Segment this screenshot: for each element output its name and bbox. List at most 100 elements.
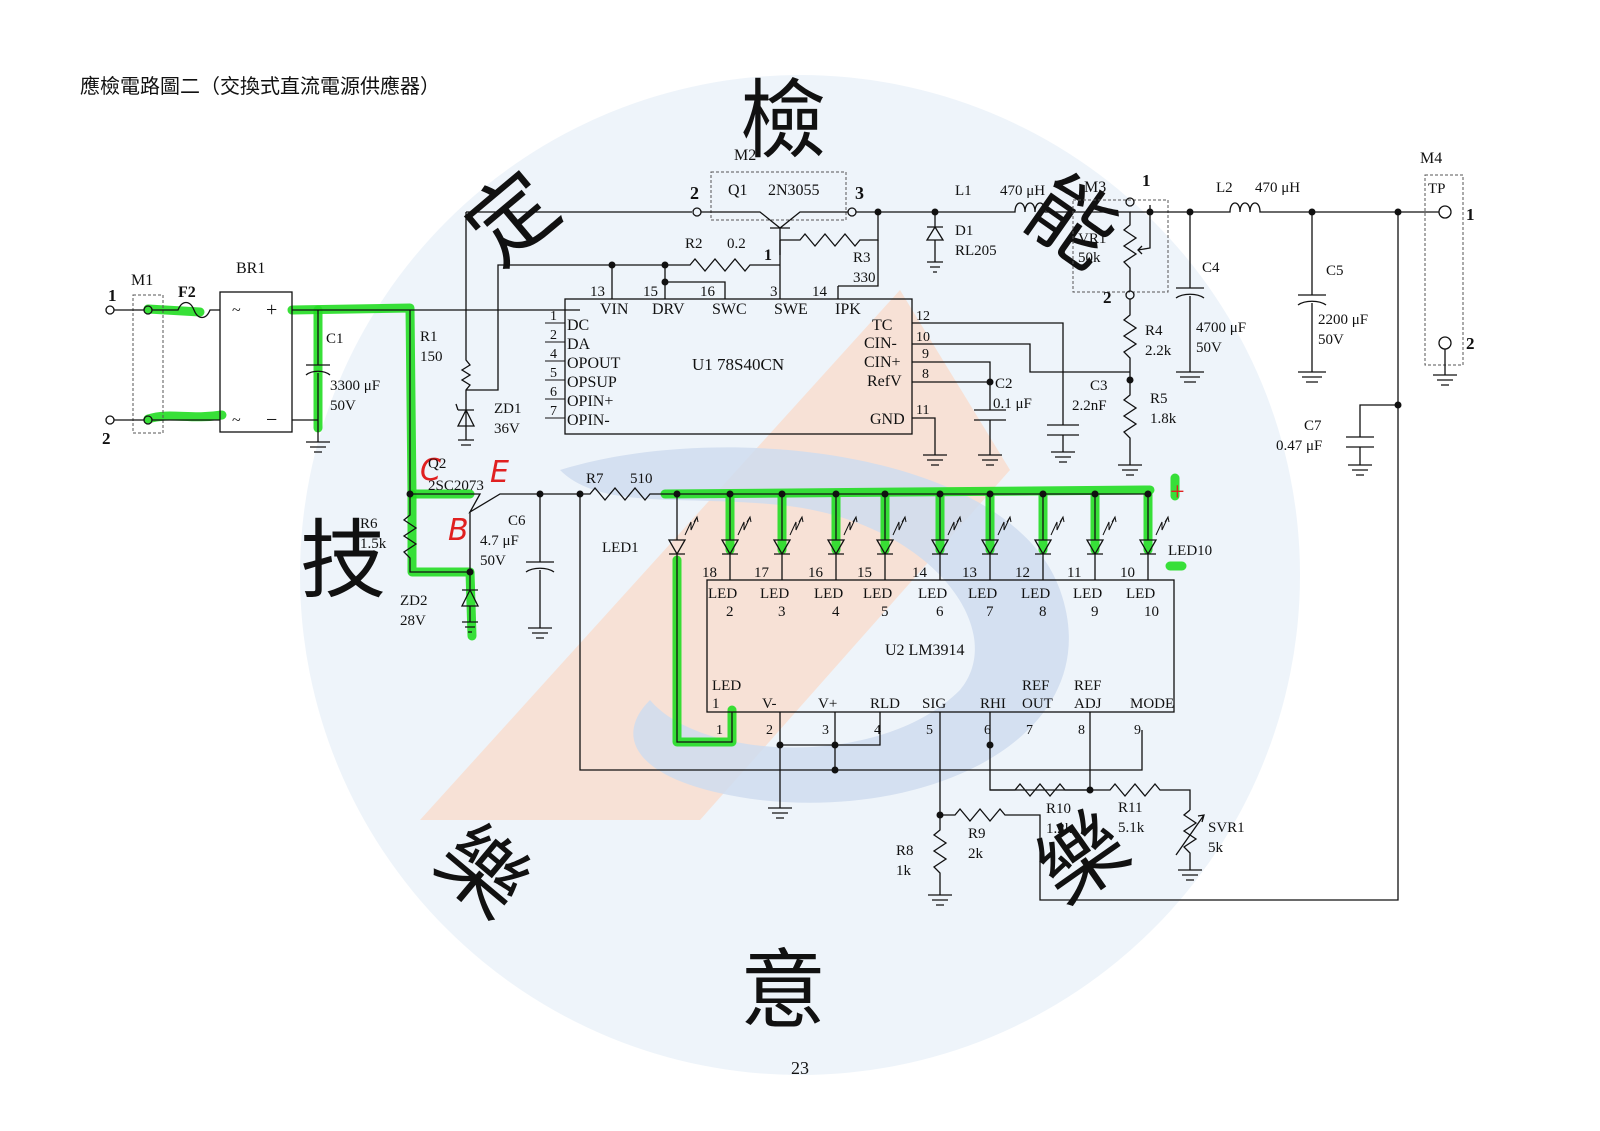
svg-text:50V: 50V xyxy=(330,398,356,414)
svg-text:R5: R5 xyxy=(1150,391,1168,407)
svg-text:C2: C2 xyxy=(995,376,1013,392)
capacitor-c5: C5 2200 μF 50V xyxy=(1297,208,1368,383)
svg-text:BR1: BR1 xyxy=(236,260,265,277)
svg-text:VR1: VR1 xyxy=(1078,231,1106,247)
u1-pin-swe: 3 SWE xyxy=(770,284,808,318)
svg-text:RLD: RLD xyxy=(870,696,900,712)
resistor-r1: R1 150 xyxy=(420,211,692,410)
led-diode xyxy=(875,490,907,580)
svg-text:DRV: DRV xyxy=(652,301,685,318)
svg-text:1: 1 xyxy=(108,286,117,305)
u2-top-pins: 18LED217LED316LED415LED514LED613LED712LE… xyxy=(702,565,1159,620)
capacitor-c2: C2 0.1 μF xyxy=(974,376,1032,455)
svg-text:LED: LED xyxy=(968,586,997,602)
svg-text:5k: 5k xyxy=(1208,840,1224,856)
capacitor-c7: C7 0.47 μF xyxy=(1276,404,1398,476)
svg-text:Q1: Q1 xyxy=(728,182,748,199)
zener-zd1: ZD1 36V xyxy=(455,264,612,446)
led-diode xyxy=(1033,490,1065,580)
capacitor-c1: C1 3300 μF 50V xyxy=(292,309,580,453)
module-m4: M4 TP 1 2 xyxy=(1394,150,1475,386)
svg-text:150: 150 xyxy=(420,349,443,365)
svg-text:M1: M1 xyxy=(131,272,153,289)
svg-text:OPSUP: OPSUP xyxy=(567,374,617,391)
svg-text:8: 8 xyxy=(1039,604,1047,620)
svg-text:RHI: RHI xyxy=(980,696,1006,712)
svg-text:F2: F2 xyxy=(178,284,196,301)
ic-u1: U1 78S40CN 13 VIN 15 DRV 16 SWC 3 SWE 14… xyxy=(545,240,1130,455)
svg-text:C1: C1 xyxy=(326,331,344,347)
svg-text:OUT: OUT xyxy=(1022,696,1053,712)
svg-text:13: 13 xyxy=(590,284,605,300)
svg-text:1k: 1k xyxy=(896,863,912,879)
svg-text:R10: R10 xyxy=(1046,801,1071,817)
svg-text:ADJ: ADJ xyxy=(1074,696,1102,712)
svg-text:L2: L2 xyxy=(1216,180,1233,196)
bridge-br1: BR1 ~ ~ + − xyxy=(219,260,293,433)
svg-text:2: 2 xyxy=(726,604,734,620)
svg-text:2200 μF: 2200 μF xyxy=(1318,312,1368,328)
svg-text:C6: C6 xyxy=(508,513,526,529)
svg-text:1: 1 xyxy=(550,309,557,324)
module-m1: M1 1 2 xyxy=(102,272,164,448)
svg-text:ZD2: ZD2 xyxy=(400,593,428,609)
base-annotation: B xyxy=(448,513,469,548)
svg-text:470 μH: 470 μH xyxy=(1255,180,1300,196)
svg-text:V+: V+ xyxy=(818,696,837,712)
page-title: 應檢電路圖二（交換式直流電源供應器） xyxy=(80,74,440,98)
svg-text:VIN: VIN xyxy=(600,301,629,318)
svg-text:−: − xyxy=(266,409,277,431)
svg-text:510: 510 xyxy=(630,471,653,487)
svg-text:2: 2 xyxy=(1103,288,1112,307)
svg-text:4.7 μF: 4.7 μF xyxy=(480,533,519,549)
svg-text:RefV: RefV xyxy=(867,373,902,390)
svg-text:1: 1 xyxy=(1142,171,1151,190)
led-diode xyxy=(667,490,699,560)
svg-text:50V: 50V xyxy=(1196,340,1222,356)
u1-pin-drv: 15 DRV xyxy=(643,284,685,318)
svg-text:R6: R6 xyxy=(360,516,378,532)
inductor-l2: L2 470 μH xyxy=(1190,180,1398,213)
svg-text:DC: DC xyxy=(567,317,589,334)
svg-text:2SC2073: 2SC2073 xyxy=(428,478,484,494)
svg-text:ZD1: ZD1 xyxy=(494,401,522,417)
svg-text:R4: R4 xyxy=(1145,323,1163,339)
svg-text:C7: C7 xyxy=(1304,418,1322,434)
u1-pin-vin: 13 VIN xyxy=(590,284,629,318)
svg-text:LED: LED xyxy=(708,586,737,602)
svg-text:2.2nF: 2.2nF xyxy=(1072,398,1107,414)
svg-text:C5: C5 xyxy=(1326,263,1344,279)
svg-text:R8: R8 xyxy=(896,843,914,859)
collector-annotation: C xyxy=(420,453,441,488)
svg-text:R3: R3 xyxy=(853,250,871,266)
svg-text:5.1k: 5.1k xyxy=(1118,820,1145,836)
svg-text:3: 3 xyxy=(770,284,778,300)
svg-text:REF: REF xyxy=(1022,678,1050,694)
led-bar-row xyxy=(667,490,1170,580)
svg-text:2N3055: 2N3055 xyxy=(768,182,820,199)
potentiometer-svr1: SVR1 5k xyxy=(1175,809,1245,881)
svg-text:C3: C3 xyxy=(1090,378,1108,394)
led-diode xyxy=(980,490,1012,580)
svg-text:LED: LED xyxy=(1021,586,1050,602)
svg-text:14: 14 xyxy=(812,284,828,300)
svg-text:LED: LED xyxy=(918,586,947,602)
led-diode xyxy=(826,490,858,580)
watermark-char: 檢 xyxy=(740,73,826,169)
svg-text:2: 2 xyxy=(766,723,773,738)
module-m2: M2 Q1 2N3055 2 3 1 xyxy=(690,147,864,264)
svg-text:2: 2 xyxy=(690,183,699,203)
svg-text:9: 9 xyxy=(1134,723,1141,738)
svg-text:LED: LED xyxy=(1073,586,1102,602)
svg-text:L1: L1 xyxy=(955,183,972,199)
svg-text:MODE: MODE xyxy=(1130,696,1174,712)
svg-text:R2: R2 xyxy=(685,236,703,252)
svg-text:470 μH: 470 μH xyxy=(1000,183,1045,199)
svg-text:8: 8 xyxy=(1078,723,1085,738)
